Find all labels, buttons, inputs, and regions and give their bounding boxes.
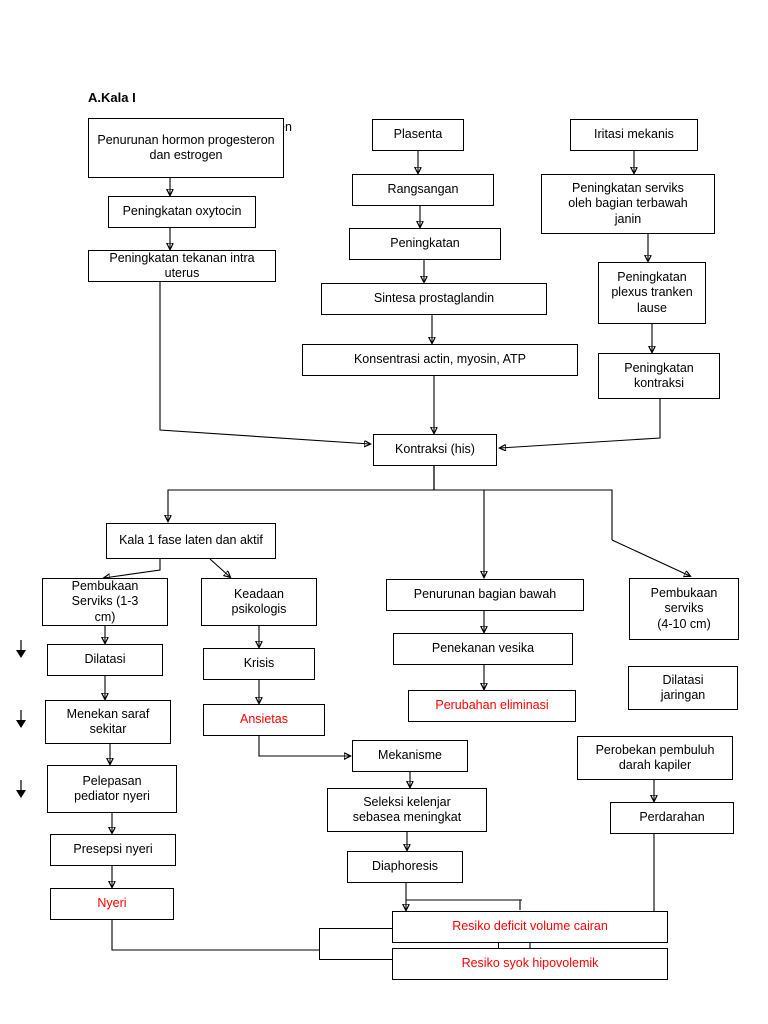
node-nyeri[interactable]: Nyeri [50,888,174,920]
node-krisis[interactable]: Krisis [203,648,315,680]
node-sintesa-prostaglandin[interactable]: Sintesa prostaglandin [321,283,547,315]
node-peningkatan[interactable]: Peningkatan [349,228,501,260]
node-peningkatan-kontraksi[interactable]: Peningkatan kontraksi [598,353,720,399]
node-peningkatan-oxytocin[interactable]: Peningkatan oxytocin [108,196,256,228]
node-peningkatan-plexus-tranken-lause[interactable]: Peningkatan plexus tranken lause [598,262,706,324]
node-penekanan-vesika[interactable]: Penekanan vesika [393,633,573,665]
down-arrow-icon-2 [16,710,26,728]
node-menekan-saraf-sekitar[interactable]: Menekan saraf sekitar [45,700,171,744]
node-resiko-syok-hipovolemik[interactable]: Resiko syok hipovolemik [392,948,668,980]
node-peningkatan-serviks[interactable]: Peningkatan serviks oleh bagian terbawah… [541,174,715,234]
node-perdarahan[interactable]: Perdarahan [610,802,734,834]
node-penurunan-bagian-bawah[interactable]: Penurunan bagian bawah [386,579,584,611]
node-ansietas[interactable]: Ansietas [203,704,325,736]
node-rangsangan[interactable]: Rangsangan [352,174,494,206]
node-pembukaan-serviks-4-10[interactable]: Pembukaan serviks (4-10 cm) [629,578,739,640]
node-kontraksi-his[interactable]: Kontraksi (his) [373,434,497,466]
node-seleksi-kelenjar-sebasea[interactable]: Seleksi kelenjar sebasea meningkat [327,788,487,832]
node-resiko-deficit-volume-cairan[interactable]: Resiko deficit volume cairan [392,911,668,943]
node-iritasi-mekanis[interactable]: Iritasi mekanis [570,119,698,151]
node-dilatasi[interactable]: Dilatasi [47,644,163,676]
node-keadaan-psikologis[interactable]: Keadaan psikologis [201,578,317,626]
node-presepsi-nyeri[interactable]: Presepsi nyeri [50,834,176,866]
node-perubahan-eliminasi[interactable]: Perubahan eliminasi [408,690,576,722]
node-kala-1-fase[interactable]: Kala 1 fase laten dan aktif [106,523,276,559]
down-arrow-icon-3 [16,780,26,798]
node-pelepasan-pediator-nyeri[interactable]: Pelepasan pediator nyeri [47,765,177,813]
section-label-kala-1: A.Kala I [88,90,136,105]
node-diaphoresis[interactable]: Diaphoresis [347,851,463,883]
node-pembukaan-serviks-1-3[interactable]: Pembukaan Serviks (1-3 cm) [42,578,168,626]
node-perobekan-pembuluh-darah-kapiler[interactable]: Perobekan pembuluh darah kapiler [577,736,733,780]
node-penurunan-hormon[interactable]: Penurunan hormon progesteron dan estroge… [88,118,284,178]
node-mekanisme[interactable]: Mekanisme [352,740,468,772]
node-dilatasi-jaringan[interactable]: Dilatasi jaringan [628,666,738,710]
node-konsentrasi-actin-myosin-atp[interactable]: Konsentrasi actin, myosin, ATP [302,344,578,376]
down-arrow-icon-1 [16,640,26,658]
node-plasenta[interactable]: Plasenta [372,119,464,151]
node-peningkatan-tekanan-intra-uterus[interactable]: Peningkatan tekanan intra uterus [88,250,276,282]
